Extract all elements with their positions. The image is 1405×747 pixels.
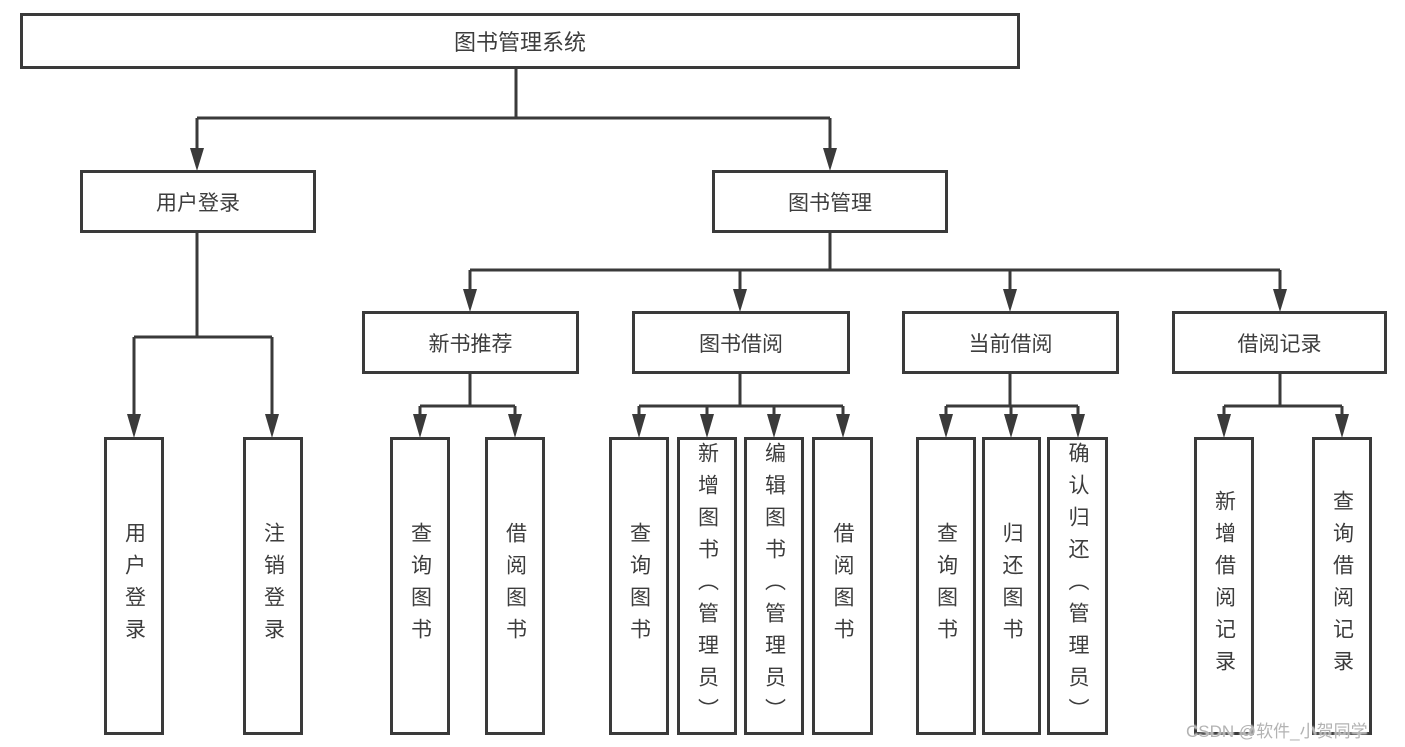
leaf-recommend-query-books: 查询图书	[390, 437, 450, 735]
node-current-borrowing: 当前借阅	[902, 311, 1119, 374]
leaf-borrowing-borrow-books: 借阅图书	[812, 437, 873, 735]
node-book-management: 图书管理	[712, 170, 948, 233]
leaf-current-return-books: 归还图书	[982, 437, 1041, 735]
leaf-logout: 注销登录	[243, 437, 303, 735]
leaf-records-add-record: 新增借阅记录	[1194, 437, 1254, 735]
node-root-library-system: 图书管理系统	[20, 13, 1020, 69]
node-new-book-recommend: 新书推荐	[362, 311, 579, 374]
leaf-current-query-books: 查询图书	[916, 437, 976, 735]
leaf-borrowing-edit-books-admin: 编辑图书（管理员）	[744, 437, 804, 735]
leaf-user-login: 用户登录	[104, 437, 164, 735]
leaf-borrowing-add-books-admin: 新增图书（管理员）	[677, 437, 737, 735]
node-book-borrowing: 图书借阅	[632, 311, 850, 374]
node-borrowing-records: 借阅记录	[1172, 311, 1387, 374]
csdn-watermark: CSDN @软件_小贺同学	[1186, 722, 1368, 741]
leaf-current-confirm-return-admin: 确认归还（管理员）	[1047, 437, 1108, 735]
leaf-borrowing-query-books: 查询图书	[609, 437, 669, 735]
leaf-recommend-borrow-books: 借阅图书	[485, 437, 545, 735]
leaf-records-query-record: 查询借阅记录	[1312, 437, 1372, 735]
node-user-login: 用户登录	[80, 170, 316, 233]
